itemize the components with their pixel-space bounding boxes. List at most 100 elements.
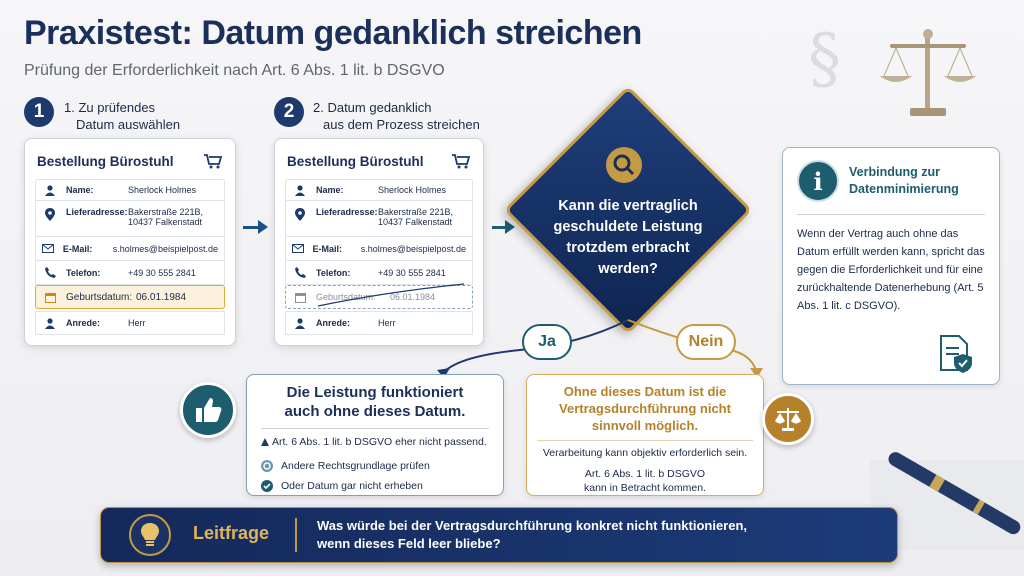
email-icon (292, 242, 305, 256)
decision-yes-label: Ja (522, 324, 572, 360)
calendar-icon (42, 290, 58, 304)
info-box: i Verbindung zur Datenminimierung Wenn d… (782, 147, 1000, 385)
form-row-address: Lieferadresse: Bakerstraße 221B,10437 Fa… (35, 201, 225, 237)
salutation-label: Anrede: (66, 318, 101, 328)
divider (537, 440, 753, 441)
form-card-step-2: Bestellung Bürostuhl Name: Sherlock Holm… (274, 138, 484, 346)
yes-result-title: Die Leistung funktioniert auch ohne dies… (261, 383, 489, 421)
arrow-head-icon (258, 220, 268, 234)
salutation-value: Herr (128, 318, 146, 328)
person-icon (292, 183, 308, 197)
yes-warning-text: Art. 6 Abs. 1 lit. b DSGVO eher nicht pa… (272, 436, 487, 448)
info-box-text: Wenn der Vertrag auch ohne das Datum erf… (797, 228, 985, 312)
guiding-question-line1: Was würde bei der Vertragsdurchführung k… (317, 518, 748, 533)
refresh-circle-icon (261, 460, 273, 472)
form-row-address: Lieferadresse: Bakerstraße 221B,10437 Fa… (285, 201, 473, 237)
yes-title-line2: auch ohne dieses Datum. (284, 403, 466, 420)
guiding-question-line2: wenn dieses Feld leer bliebe? (317, 536, 501, 551)
form-row-phone: Telefon: +49 30 555 2841 (35, 261, 225, 285)
salutation-value: Herr (378, 318, 396, 328)
birthdate-value: 06.01.1984 (136, 291, 187, 303)
name-value: Sherlock Holmes (128, 185, 197, 195)
divider (261, 428, 489, 429)
birthdate-label: Geburtsdatum: (66, 291, 133, 303)
step-2-label: 2. Datum gedanklich aus dem Prozess stre… (313, 99, 480, 133)
info-box-header: i Verbindung zur Datenminimierung (797, 160, 985, 202)
calendar-icon (292, 290, 308, 304)
form-row-email: E-Mail: s.holmes@beispielpost.de (285, 237, 473, 261)
form-title: Bestellung Bürostuhl (287, 153, 424, 169)
form-header: Bestellung Bürostuhl (35, 149, 225, 173)
step-2-badge: 2 (274, 97, 304, 127)
decision-question: Kann die vertraglich geschuldete Leistun… (553, 198, 703, 277)
form-row-birthdate-struck: Geburtsdatum: 06.01.1984 (285, 283, 473, 309)
email-value: s.holmes@beispielpost.de (360, 243, 466, 254)
arrow-step2-to-step3 (492, 226, 508, 229)
yes-option-1-text: Andere Rechtsgrundlage prüfen (281, 460, 430, 472)
form-card-step-1: Bestellung Bürostuhl Name: Sherlock Holm… (24, 138, 236, 346)
guiding-question-bar: Leitfrage Was würde bei der Vertragsdurc… (100, 507, 898, 563)
decision-branch-lines (437, 319, 763, 378)
location-pin-icon (42, 207, 58, 221)
document-shield-icon (940, 335, 972, 373)
scales-of-justice-icon (762, 393, 814, 445)
info-icon: i (797, 160, 839, 202)
form-title: Bestellung Bürostuhl (37, 153, 174, 169)
scales-decoration-icon (880, 29, 976, 116)
info-title-line2: Datenminimierung (849, 182, 959, 196)
warning-icon (261, 438, 269, 446)
email-value: s.holmes@beispielpost.de (112, 243, 218, 254)
phone-icon (42, 266, 58, 280)
thumbs-up-icon (180, 382, 236, 438)
person-icon (42, 183, 58, 197)
form-row-email: E-Mail: s.holmes@beispielpost.de (35, 237, 225, 261)
check-circle-icon (261, 480, 273, 492)
yes-title-line1: Die Leistung funktioniert (286, 384, 464, 401)
email-icon (42, 242, 55, 256)
decision-no-label: Nein (676, 324, 736, 360)
person-icon (42, 316, 58, 330)
yes-option-2-text: Oder Datum gar nicht erheben (281, 480, 423, 492)
step-1-label-line2: Datum auswählen (76, 117, 181, 132)
yes-warning: Art. 6 Abs. 1 lit. b DSGVO eher nicht pa… (261, 436, 489, 448)
location-pin-icon (292, 207, 308, 221)
yes-result-box: Die Leistung funktioniert auch ohne dies… (246, 374, 504, 496)
no-result-box: Ohne dieses Datum ist die Vertragsdurchf… (526, 374, 764, 496)
phone-label: Telefon: (66, 267, 101, 278)
no-text-1: Verarbeitung kann objektiv erforderlich … (542, 447, 748, 459)
name-value: Sherlock Holmes (378, 185, 447, 195)
form-row-phone: Telefon: +49 30 555 2841 (285, 261, 473, 285)
no-result-title: Ohne dieses Datum ist die Vertragsdurchf… (537, 383, 753, 434)
no-text-2: Art. 6 Abs. 1 lit. b DSGVO kann in Betra… (537, 467, 753, 495)
strikethrough-line (317, 283, 465, 307)
phone-icon (292, 266, 308, 280)
magnifier-icon (606, 147, 642, 183)
step-1-label: 1. Zu prüfendes Datum auswählen (64, 99, 180, 133)
yes-option-2: Oder Datum gar nicht erheben (261, 480, 489, 492)
divider (295, 518, 297, 552)
no-title-line2: Vertragsdurchführung nicht (559, 401, 731, 416)
address-line1: Bakerstraße 221B, (378, 207, 454, 217)
form-row-salutation: Anrede: Herr (35, 311, 225, 335)
yes-option-1: Andere Rechtsgrundlage prüfen (261, 460, 489, 472)
no-text-2-line2: kann in Betracht kommen. (584, 482, 706, 494)
name-label: Name: (316, 185, 344, 195)
address-value: Bakerstraße 221B,10437 Falkenstadt (128, 207, 218, 227)
guiding-question-text: Was würde bei der Vertragsdurchführung k… (317, 517, 747, 553)
lightbulb-icon (129, 514, 171, 556)
address-line2: 10437 Falkenstadt (128, 217, 203, 227)
address-value: Bakerstraße 221B,10437 Falkenstadt (378, 207, 466, 227)
form-row-name: Name: Sherlock Holmes (285, 179, 473, 201)
no-title-line1: Ohne dieses Datum ist die (563, 384, 727, 399)
paragraph-symbol: § (808, 20, 841, 97)
address-line2: 10437 Falkenstadt (378, 217, 453, 227)
info-title-line1: Verbindung zur (849, 165, 940, 179)
form-row-birthdate-highlighted: Geburtsdatum: 06.01.1984 (35, 285, 225, 309)
page-subtitle: Prüfung der Erforderlichkeit nach Art. 6… (24, 62, 445, 79)
email-label: E-Mail: (312, 243, 342, 254)
phone-label: Telefon: (316, 267, 351, 278)
form-row-name: Name: Sherlock Holmes (35, 179, 225, 201)
arrow-step1-to-step2 (243, 226, 261, 229)
email-label: E-Mail: (62, 243, 93, 254)
divider (797, 214, 985, 215)
